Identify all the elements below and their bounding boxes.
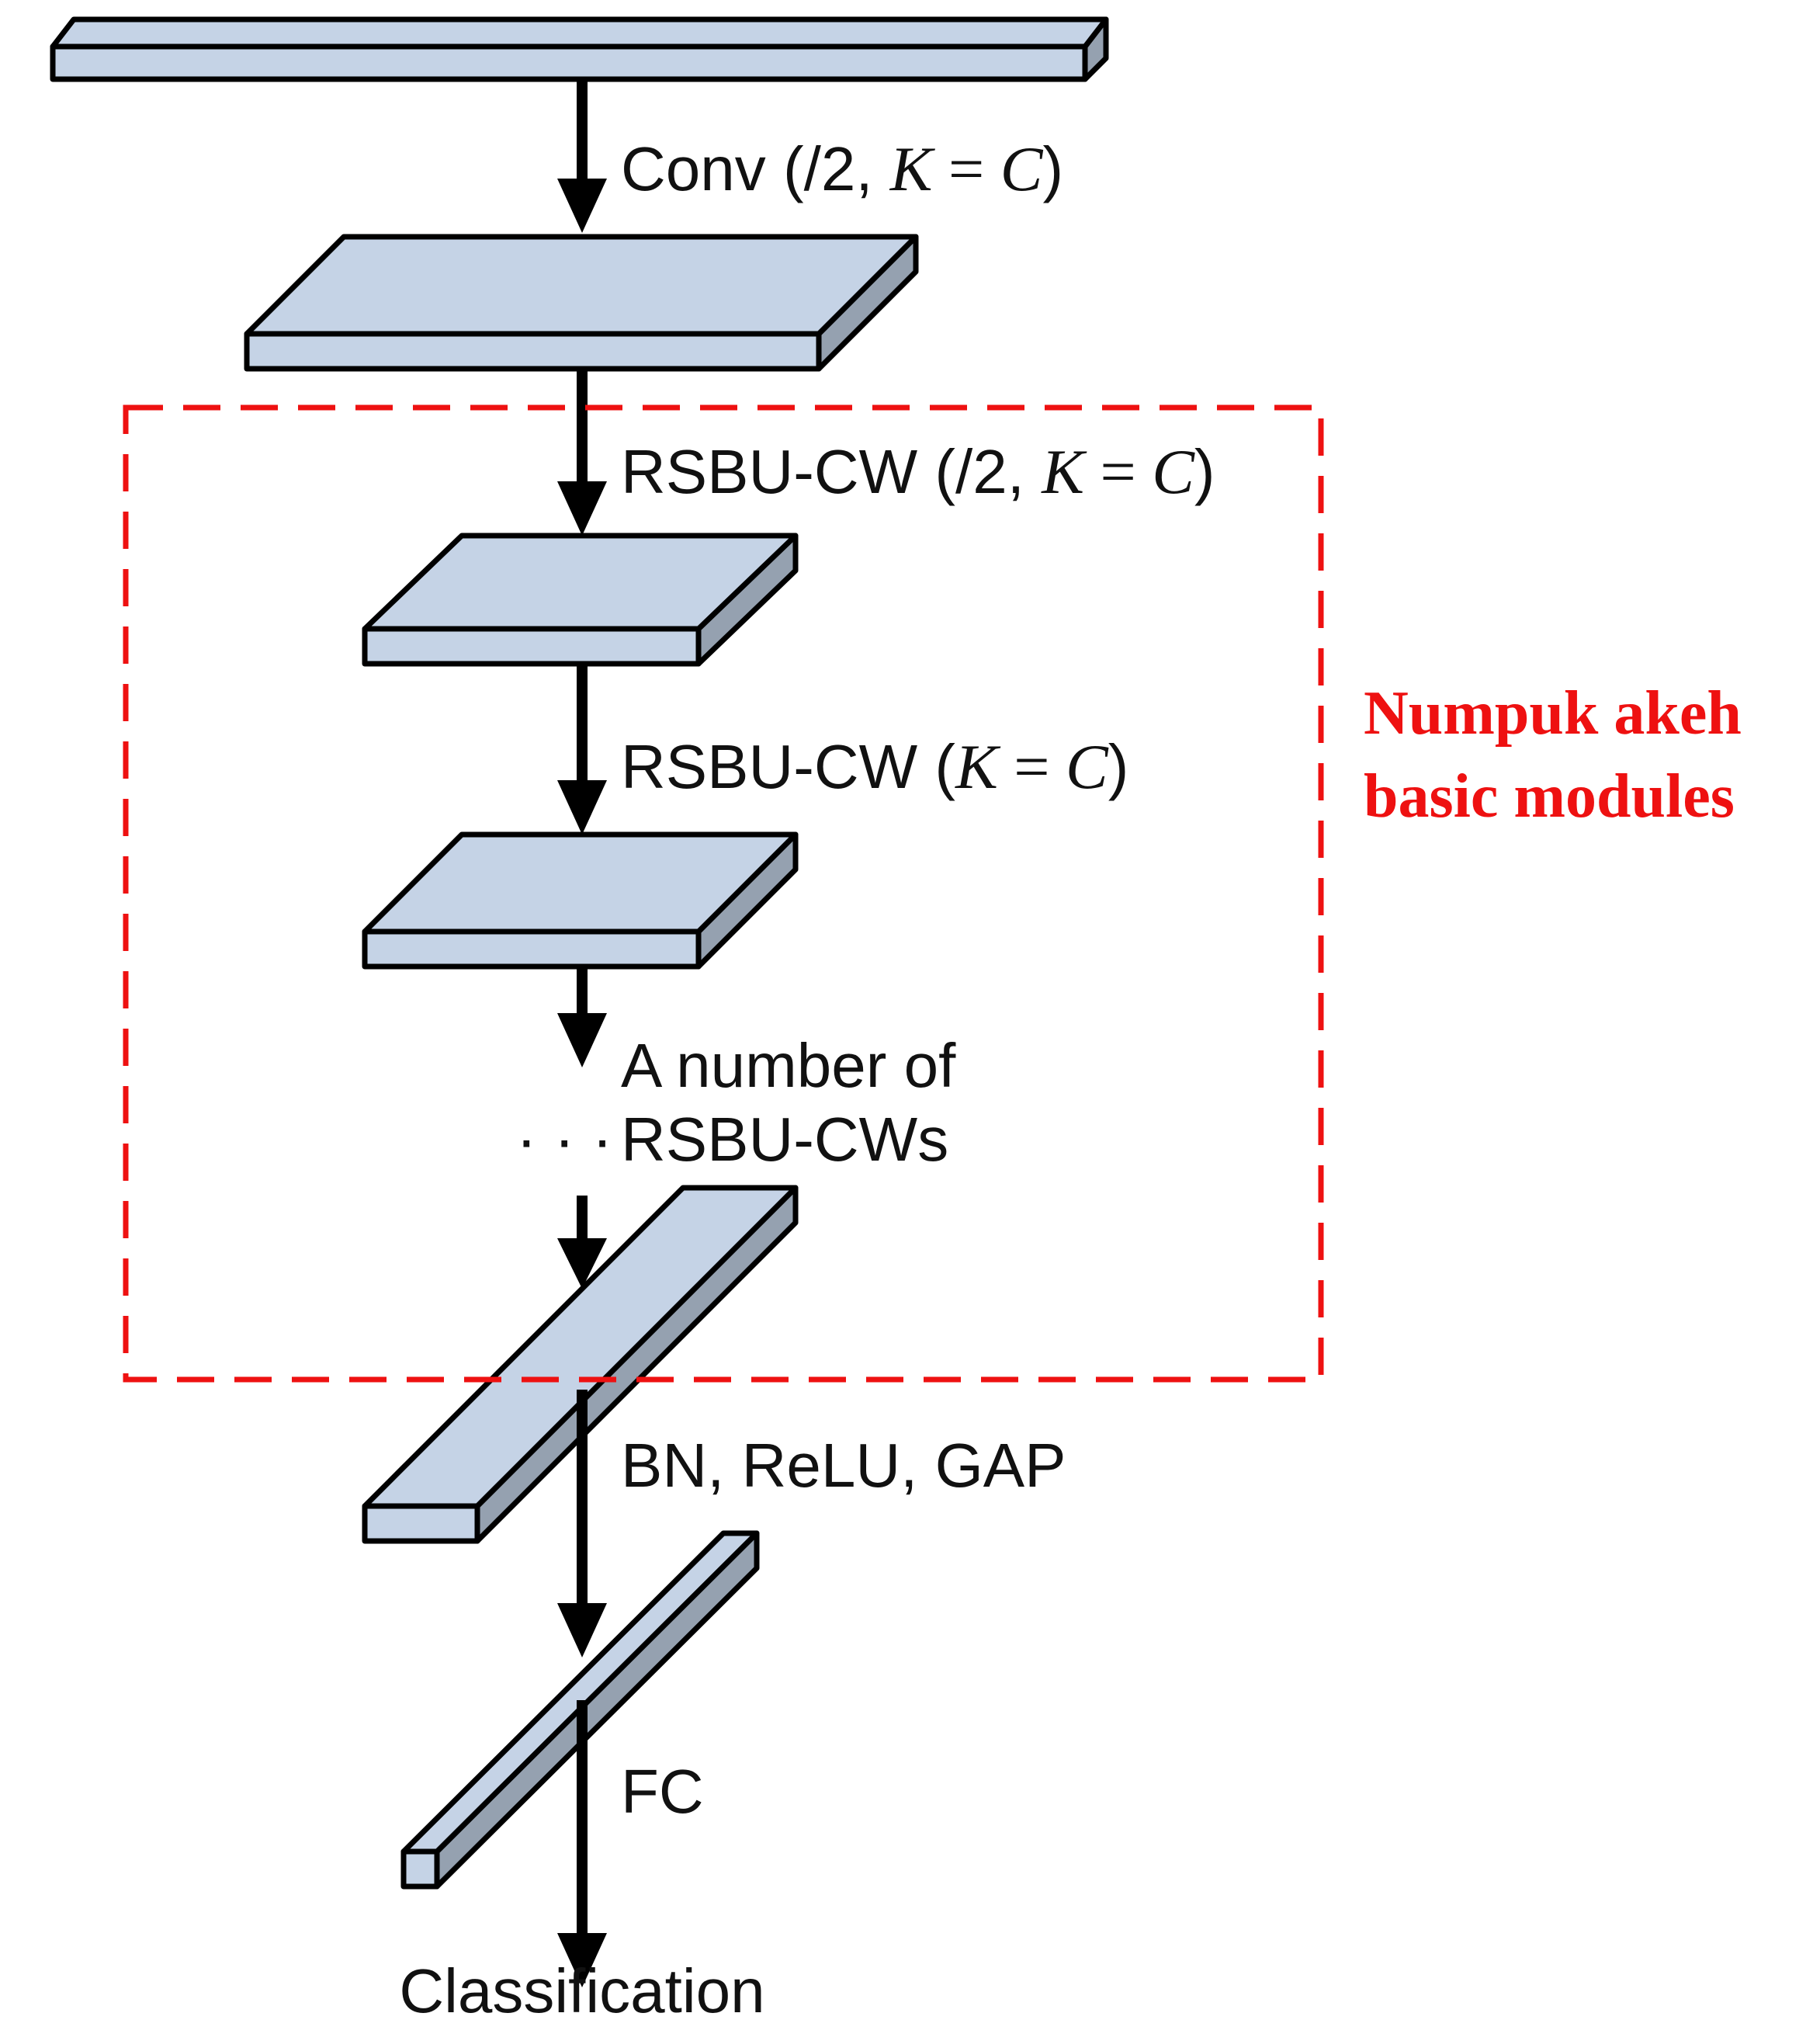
stack-highlight-box: [123, 404, 1324, 1383]
label-many-line2: RSBU-CWs: [621, 1105, 948, 1174]
label-conv: Conv (/2, K = C): [621, 134, 1063, 204]
conv-output-block: [244, 234, 919, 372]
arrow-conv: [557, 79, 607, 233]
annotation-line2: basic modules: [1364, 762, 1735, 831]
label-classification: Classification: [399, 1956, 764, 2020]
label-rsbu-2: RSBU-CW (K = C): [621, 731, 1128, 802]
arrow-to-last-block: [557, 1196, 607, 1289]
arrow-rsbu-2: [557, 664, 607, 835]
arrow-rsbu-1: [557, 369, 607, 536]
input-block: [50, 16, 1109, 82]
arrow-bn: [557, 1390, 607, 1657]
label-rsbu-1: RSBU-CW (/2, K = C): [621, 436, 1215, 507]
arrow-fc: [557, 1700, 607, 1987]
rsbu-2-output-block: [362, 831, 799, 970]
label-many-line1: A number of: [621, 1031, 956, 1100]
label-bn: BN, ReLU, GAP: [621, 1431, 1066, 1500]
arrow-many: [557, 967, 607, 1067]
rsbu-1-output-block: [362, 533, 799, 667]
annotation-line1: Numpuk akeh: [1364, 679, 1742, 748]
label-fc: FC: [621, 1757, 704, 1826]
last-rsbu-output-block: [362, 1185, 799, 1544]
gap-output-block: [400, 1530, 760, 1890]
label-dots: · · ·: [516, 1105, 612, 1174]
